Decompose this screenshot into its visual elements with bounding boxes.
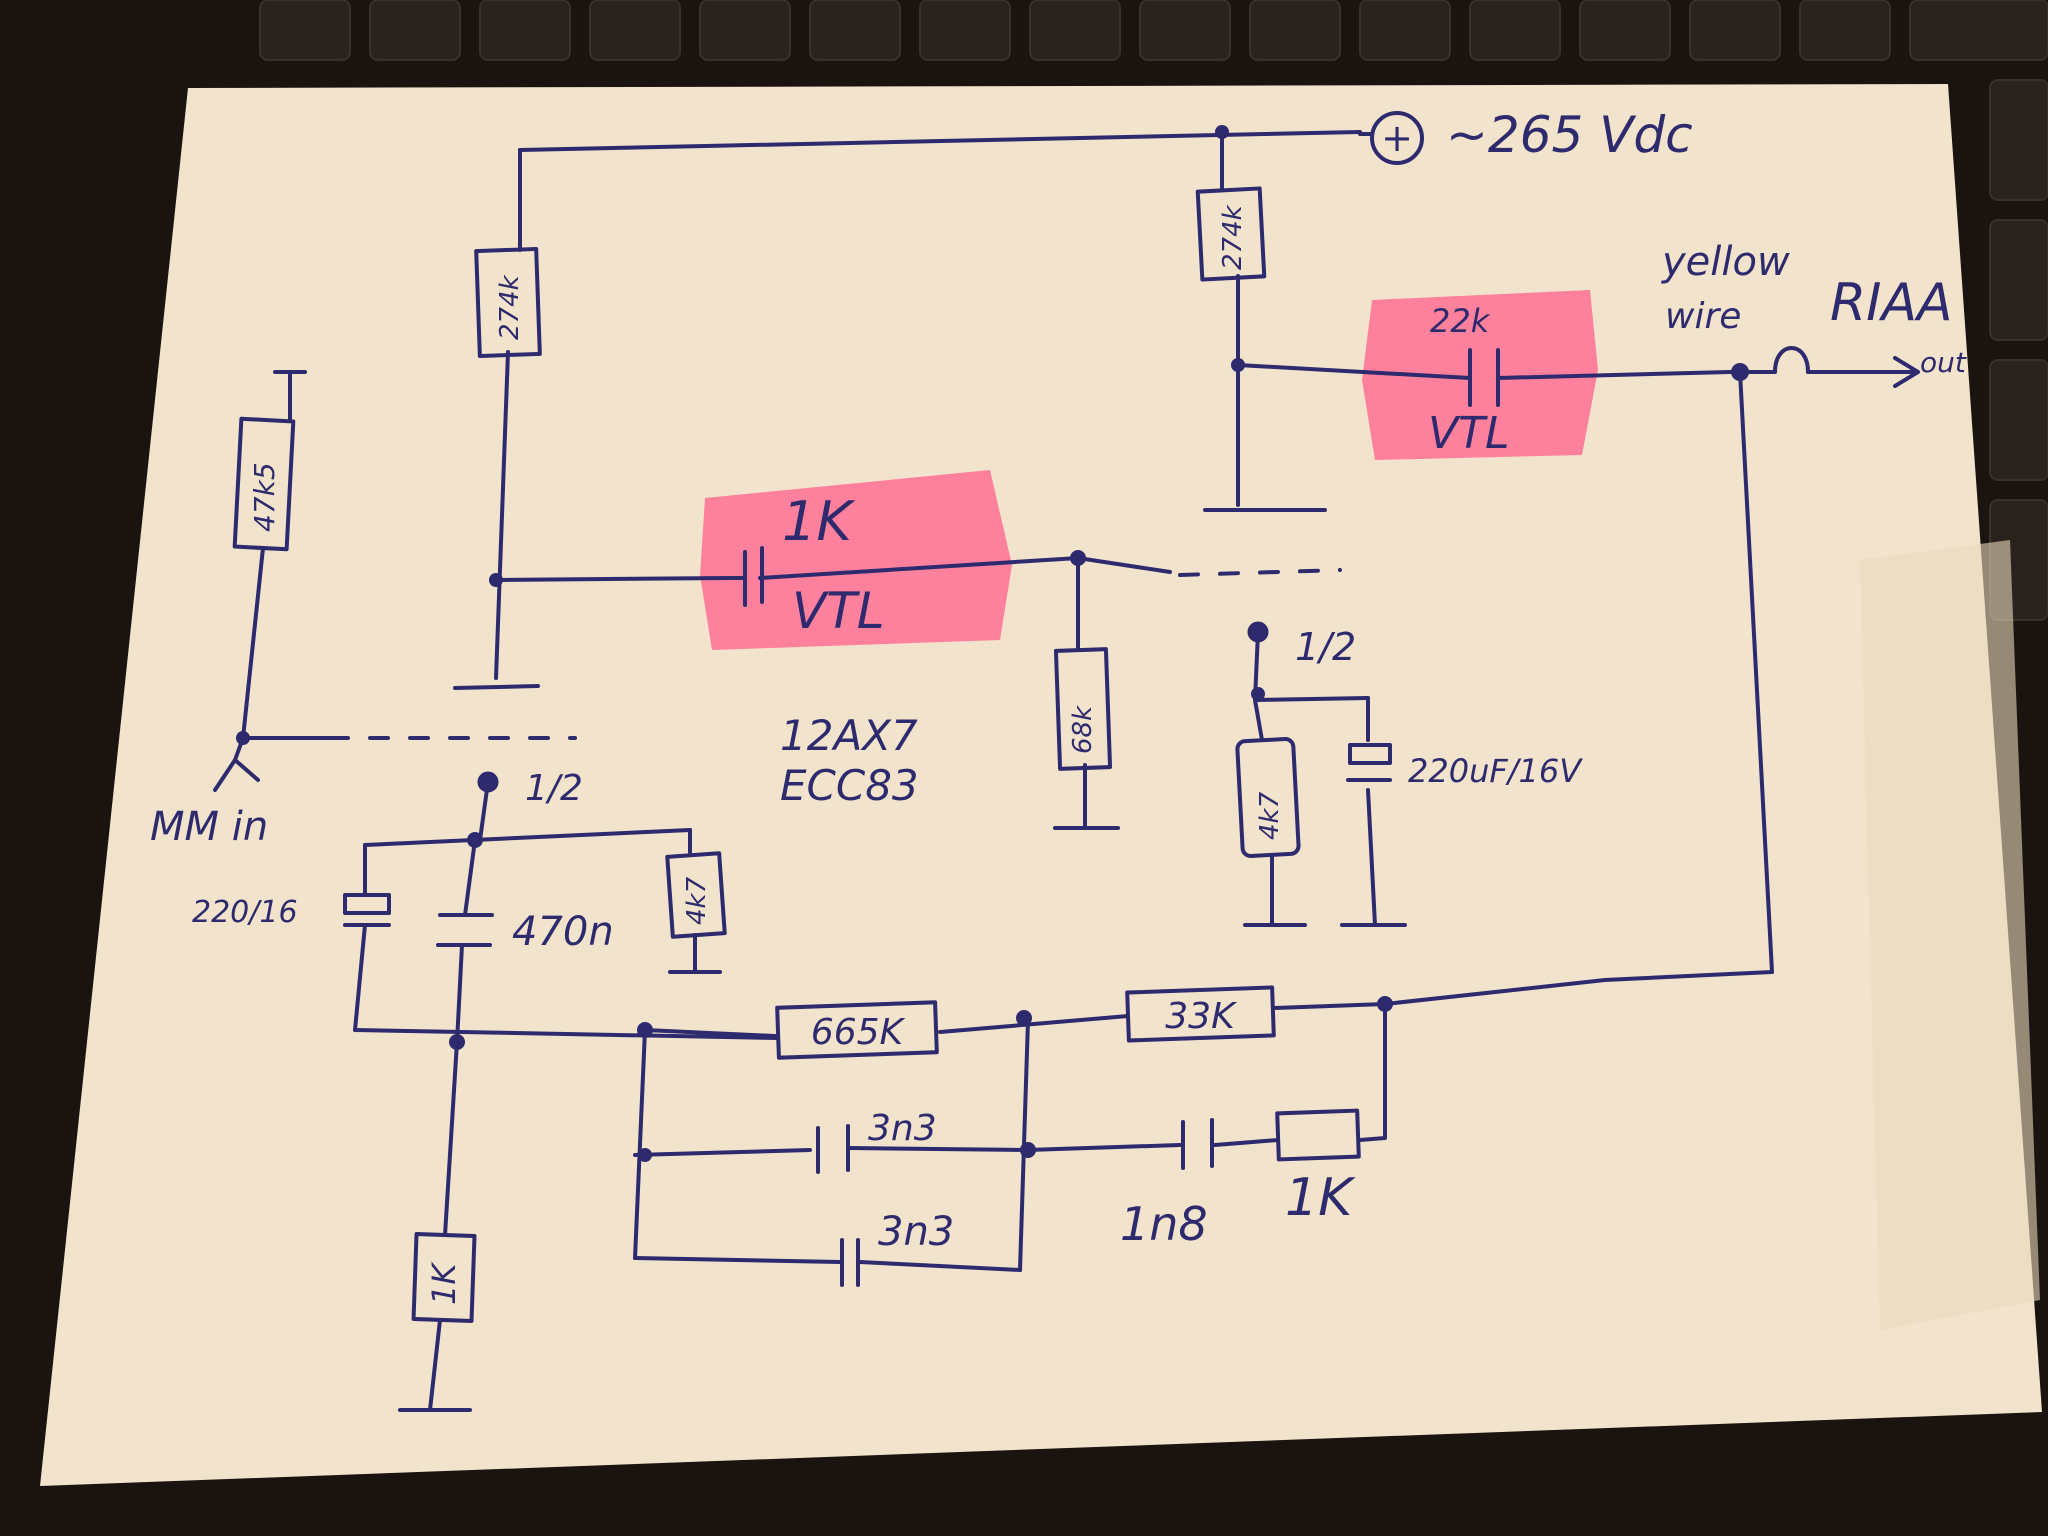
resistor-68k: 68k [1053, 647, 1113, 771]
resistor-33k-label: 33K [1165, 996, 1237, 1037]
capacitor-470n-label: 470n [512, 909, 614, 955]
paper-shadow [1860, 540, 2040, 1330]
resistor-68k-label: 68k [1068, 705, 1098, 754]
resistor-1k-riaa [1275, 1108, 1361, 1162]
riaa-label: RIAA [1830, 273, 1953, 333]
resistor-33k: 33K [1125, 985, 1276, 1043]
capacitor-electrolytic-left [343, 893, 391, 927]
input-label-mm-in: MM in [150, 804, 268, 850]
tube-right-cathode [1247, 621, 1269, 643]
resistor-4k7-right: 4k7 [1235, 737, 1301, 858]
resistor-665k-label: 665K [811, 1012, 906, 1053]
output-label: out [1920, 346, 1967, 379]
capacitor-3n3-a-label: 3n3 [868, 1108, 937, 1149]
capacitor-3n3-a [816, 1124, 850, 1174]
resistor-274k-right: 274k [1195, 186, 1267, 282]
capacitor-coupling-2-brand: VTL [1428, 408, 1510, 459]
capacitor-1n8 [1181, 1118, 1214, 1170]
resistor-1k-riaa-label: 1K [1285, 1168, 1356, 1228]
resistor-1k-cathode-label: 1K [425, 1261, 463, 1305]
resistor-47k5-label: 47k5 [248, 462, 281, 532]
resistor-274k-left: 274k [474, 246, 542, 359]
resistor-274k-left-label: 274k [495, 274, 525, 340]
resistor-274k-right-label: 274k [1218, 204, 1248, 270]
paper-sheet [40, 84, 2042, 1486]
tube-type-12ax7: 12AX7 [780, 711, 918, 760]
capacitor-470n [436, 913, 494, 947]
keyboard-keys [259, 0, 2048, 621]
capacitor-1n8-label: 1n8 [1120, 1197, 1208, 1251]
junction-dots [236, 125, 1749, 1162]
capacitor-3n3-b-label: 3n3 [878, 1209, 954, 1255]
resistor-4k7-left: 4k7 [665, 851, 727, 939]
capacitor-electrolytic-left-label: 220/16 [192, 895, 298, 930]
supply-terminal: + [1358, 111, 1424, 165]
supply-voltage-label: ~265 Vdc [1446, 106, 1693, 164]
capacitor-electrolytic-right-label: 220uF/16V [1408, 752, 1583, 790]
resistor-4k7-right-label: 4k7 [1255, 791, 1285, 840]
resistor-665k: 665K [775, 1000, 939, 1060]
resistor-47k5: 47k5 [232, 416, 296, 552]
supply-plus-symbol: + [1381, 116, 1413, 160]
tube-type-ecc83: ECC83 [780, 761, 919, 810]
highlight-coupling-cap-1 [700, 470, 1012, 650]
tube-left-cathode [477, 771, 499, 793]
resistor-4k7-left-label: 4k7 [682, 876, 712, 925]
tube-half-left-label: 1/2 [525, 768, 583, 809]
capacitor-coupling-1-value: 1K [782, 490, 855, 553]
capacitor-coupling-2-value: 22k [1430, 302, 1491, 340]
capacitor-electrolytic-right [1346, 743, 1392, 782]
wire-note-yellow: yellow [1661, 239, 1790, 285]
resistor-1k-cathode: 1K [411, 1232, 477, 1323]
capacitor-coupling-2 [1468, 348, 1500, 407]
capacitor-coupling-1-brand: VTL [792, 582, 885, 640]
capacitor-coupling-1 [730, 546, 764, 607]
wire-note-wire: wire [1665, 296, 1741, 337]
tube-half-right-label: 1/2 [1295, 625, 1356, 669]
capacitor-3n3-b [840, 1238, 860, 1287]
highlight-coupling-cap-2 [1362, 290, 1598, 460]
